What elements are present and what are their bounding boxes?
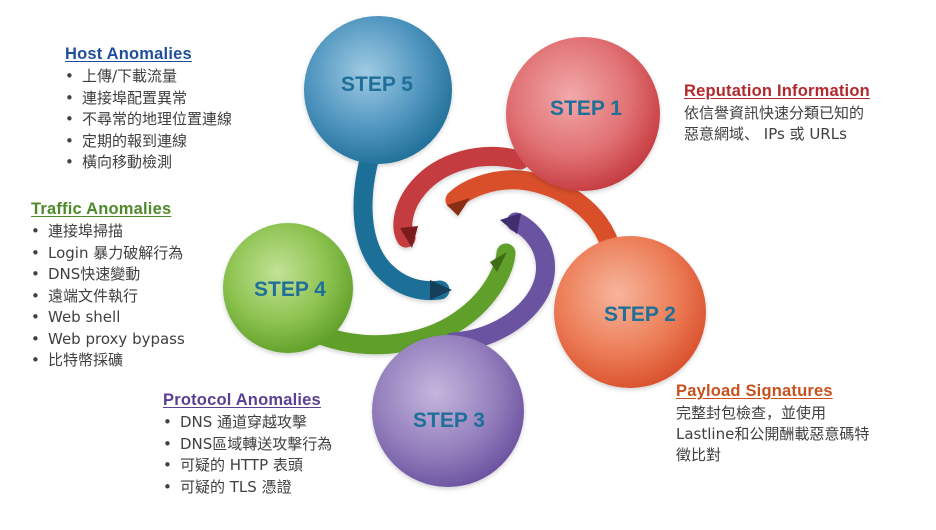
bullet: •	[31, 286, 40, 305]
step1-label: STEP 1	[550, 97, 622, 120]
protocol-anomalies-title: Protocol Anomalies	[163, 391, 321, 409]
list-item: •橫向移動檢測	[65, 152, 232, 174]
bullet: •	[163, 456, 172, 474]
protocol-anomalies-list: •DNS 通道穿越攻擊 •DNS區域轉送攻擊行為 •可疑的 HTTP 表頭 •可…	[163, 412, 332, 498]
list-item: •不尋常的地理位置連線	[65, 109, 232, 131]
list-item: •連接埠掃描	[31, 221, 185, 243]
list-item: •Web shell	[31, 307, 185, 329]
list-item: •DNS 通道穿越攻擊	[163, 412, 332, 434]
bullet: •	[65, 153, 74, 171]
list-item: •遠端文件執行	[31, 286, 185, 308]
payload-signatures-title: Payload Signatures	[676, 382, 833, 400]
bullet: •	[163, 477, 172, 496]
bullet: •	[65, 131, 74, 150]
step5-petal	[304, 16, 452, 301]
traffic-anomalies-list: •連接埠掃描 •Login 暴力破解行為 •DNS快速變動 •遠端文件執行 •W…	[31, 221, 185, 372]
payload-signatures-block: Payload Signatures 完整封包檢查，並使用 Lastline和公…	[676, 382, 869, 466]
bullet: •	[163, 413, 172, 431]
step1-arrowhead	[400, 226, 418, 248]
bullet: •	[31, 351, 40, 369]
reputation-line-1: 依信譽資訊快速分類已知的	[684, 104, 865, 122]
bullet: •	[65, 67, 74, 85]
list-item: •Login 暴力破解行為	[31, 243, 185, 265]
list-item: •比特幣採礦	[31, 350, 185, 372]
step5-label: STEP 5	[341, 73, 413, 96]
step3-petal	[372, 212, 556, 487]
traffic-anomalies-block: Traffic Anomalies •連接埠掃描 •Login 暴力破解行為 •…	[31, 200, 185, 372]
host-anomalies-title: Host Anomalies	[65, 45, 192, 63]
step3-arrowhead	[500, 213, 521, 234]
list-item: •可疑的 HTTP 表頭	[163, 455, 332, 477]
step2-label: STEP 2	[604, 303, 676, 326]
step1-petal	[393, 37, 660, 248]
payload-line-3: 徵比對	[676, 446, 722, 464]
reputation-information-block: Reputation Information 依信譽資訊快速分類已知的 惡意網域…	[684, 82, 870, 145]
payload-line-1: 完整封包檢查，並使用	[676, 404, 827, 422]
step2-arrowhead	[447, 198, 470, 216]
step4-petal	[223, 223, 516, 355]
list-item: •DNS區域轉送攻擊行為	[163, 434, 332, 456]
protocol-anomalies-block: Protocol Anomalies •DNS 通道穿越攻擊 •DNS區域轉送攻…	[163, 391, 332, 498]
reputation-information-title: Reputation Information	[684, 82, 870, 100]
step4-label: STEP 4	[254, 278, 326, 301]
list-item: •可疑的 TLS 憑證	[163, 477, 332, 499]
bullet: •	[31, 308, 40, 326]
list-item: •定期的報到連線	[65, 131, 232, 153]
step4-arrowhead	[490, 252, 507, 272]
host-anomalies-block: Host Anomalies •上傳/下載流量 •連接埠配置異常 •不尋常的地理…	[65, 45, 232, 174]
bullet: •	[65, 88, 74, 107]
payload-line-2: Lastline和公開酬載惡意碼特	[676, 425, 870, 443]
list-item: •連接埠配置異常	[65, 88, 232, 110]
bullet: •	[31, 265, 40, 283]
step5-arrowhead	[430, 280, 452, 300]
list-item: •DNS快速變動	[31, 264, 185, 286]
host-anomalies-list: •上傳/下載流量 •連接埠配置異常 •不尋常的地理位置連線 •定期的報到連線 •…	[65, 66, 232, 174]
step2-petal	[445, 170, 706, 388]
list-item: •上傳/下載流量	[65, 66, 232, 88]
step3-label: STEP 3	[413, 409, 485, 432]
reputation-line-2: 惡意網域、 IPs 或 URLs	[684, 125, 847, 143]
bullet: •	[31, 329, 40, 348]
list-item: •Web proxy bypass	[31, 329, 185, 351]
bullet: •	[31, 243, 40, 262]
bullet: •	[31, 222, 40, 240]
bullet: •	[163, 434, 172, 453]
traffic-anomalies-title: Traffic Anomalies	[31, 200, 172, 218]
bullet: •	[65, 110, 74, 128]
